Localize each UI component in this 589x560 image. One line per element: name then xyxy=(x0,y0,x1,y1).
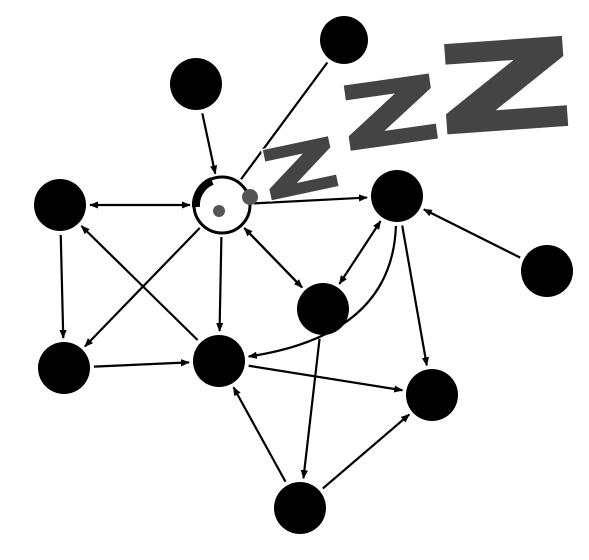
edge-n_sleeping-to-n_middle xyxy=(216,236,224,332)
node-n_right_upper xyxy=(371,170,423,222)
edge-n_bottom-to-n_middle xyxy=(232,386,287,483)
node-n_right_lower xyxy=(406,369,458,421)
edge-n_right_upper-to-n_right_lower xyxy=(401,225,429,367)
sleeping-node xyxy=(191,175,258,235)
node-n_left xyxy=(34,179,86,231)
edge-n_bottom-to-n_right_lower xyxy=(322,413,410,490)
node-n_left_lower xyxy=(38,342,90,394)
sleep-z-large: z xyxy=(426,0,583,174)
edge-n_middle-to-n_right_lower xyxy=(248,364,404,393)
edge-n_middle-to-n_left xyxy=(80,225,199,341)
sleep-z-small: z xyxy=(248,100,350,223)
node-n_top_left xyxy=(170,58,222,110)
sleep-z-medium: z xyxy=(327,28,450,181)
nodes-layer xyxy=(34,16,573,534)
closed-eye-left-icon xyxy=(213,205,225,217)
closed-eye-right-icon xyxy=(242,189,258,205)
edge-n_right_upper-to-n_middle xyxy=(247,225,398,359)
edge-n_center-to-n_bottom xyxy=(300,338,321,480)
node-n_bottom xyxy=(274,482,326,534)
node-n_top_right_small xyxy=(320,16,368,64)
edge-n_sleeping-to-n_right_upper xyxy=(253,194,368,205)
edge-n_left_lower-to-n_middle xyxy=(93,359,190,368)
edge-n_center-to-n_sleeping xyxy=(243,227,303,289)
edge-n_center-to-n_right_upper xyxy=(338,220,382,285)
node-n_far_right xyxy=(521,245,573,297)
edge-n_left-to-n_left_lower xyxy=(59,234,67,339)
node-n_middle xyxy=(193,335,245,387)
edge-n_top_right_small-to-n_sleeping xyxy=(240,61,329,180)
edges-layer xyxy=(59,61,521,490)
edge-n_far_right-to-n_right_upper xyxy=(423,208,521,259)
node-n_center xyxy=(297,283,349,335)
sleeping-node-rim xyxy=(191,177,214,208)
edge-n_top_left-to-n_sleeping xyxy=(201,113,218,175)
